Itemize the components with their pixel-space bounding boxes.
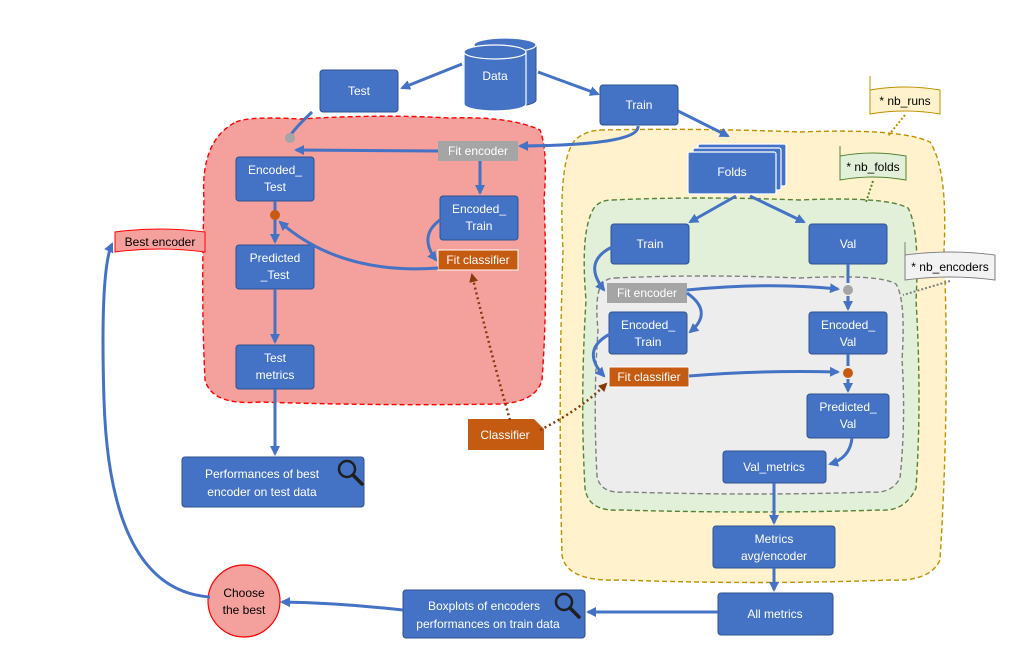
folds-stack: Folds [687,143,787,195]
metrics-avg-line2: avg/encoder [741,549,807,563]
fit-classifier-test-label: Fit classifier [446,253,509,267]
arrow-boxplots-choose [280,597,404,612]
encoded-val-cv-line2: Val [840,335,856,349]
performances-best-node: Performances of best encoder on test dat… [181,456,365,508]
nb-encoders-connector [902,280,951,296]
val-cv-label: Val [840,237,856,251]
choose-best-node: Choose the best [207,564,281,638]
choose-best-line1: Choose [223,586,265,600]
boxplots-node: Boxplots of encoders performances on tra… [402,589,586,639]
arrow-data-train [537,70,600,96]
arrow-train-fitencoder-cv [593,245,613,292]
encoded-val-cv-node: Encoded_ Val [808,311,888,355]
arrow-folds-train [688,194,737,224]
arrow-predicted-valmetrics [828,437,854,467]
all-metrics-label: All metrics [747,607,802,621]
nb-runs-flag: * nb_runs [869,76,941,115]
encoded-val-cv-line1: Encoded_ [821,318,875,332]
predicted-test-line2: _Test [260,268,290,282]
test-node: Test [319,69,399,113]
nb-folds-label: * nb_folds [846,160,899,174]
encoded-train-cv-line1: Encoded_ [621,318,675,332]
merge-dot-encoder-val [843,285,853,295]
boxplots-line2: performances on train data [416,617,560,631]
test-metrics-line2: metrics [256,368,295,382]
magnifier-icon [554,592,581,619]
magnifier-icon [337,459,364,486]
val-metrics-node: Val_metrics [722,450,827,484]
merge-dot-encoder-test [285,133,295,143]
arrow-fitclassifier-val [688,366,840,378]
encoded-train-cv-node: Encoded_ Train [608,311,688,355]
arrow-fitencoder-encodedtest [294,145,439,156]
val-metrics-label: Val_metrics [743,460,805,474]
encoded-train-test-line2: Train [466,219,493,233]
performances-best-line2: encoder on test data [207,485,317,499]
test-metrics-node: Test metrics [235,344,315,390]
fit-encoder-test-label: Fit encoder [448,144,508,158]
best-encoder-flag: Best encoder [114,228,206,253]
arrow-folds-val [749,194,806,224]
fit-classifier-test-box: Fit classifier [437,249,519,271]
arrow-encodedtrain-fitclassifier-cv [592,332,611,378]
arrow-fitclassifier-encodedtest [278,220,439,271]
arrow-train-fitencoder [518,125,640,151]
nb-runs-label: * nb_runs [879,94,930,108]
arrow-choose-bestencoder [101,242,211,599]
train-top-node: Train [599,84,679,126]
arrow-data-test [400,62,463,90]
classifier-node: Classifier [468,419,544,450]
metrics-avg-node: Metrics avg/encoder [712,525,836,569]
arrow-fitencoder-val [686,283,840,294]
nb-runs-connector [887,114,906,137]
encoded-train-cv-line2: Train [635,335,662,349]
nb-encoders-label: * nb_encoders [911,260,988,274]
classifier-label: Classifier [480,428,529,442]
merge-dot-classifier-test [270,210,280,220]
encoded-train-test-line1: Encoded_ [452,202,506,216]
arrow-train-folds [677,109,730,138]
fit-classifier-cv-box: Fit classifier [608,366,690,388]
choose-best-line2: the best [223,603,266,617]
train-top-label: Train [626,98,653,112]
fit-encoder-cv-box: Fit encoder [607,283,687,303]
predicted-val-node: Predicted_ Val [806,393,890,439]
fit-classifier-cv-label: Fit classifier [617,370,680,384]
encoded-test-line1: Encoded_ [248,163,302,177]
metrics-avg-line1: Metrics [755,532,794,546]
predicted-test-line1: Predicted [250,251,301,265]
nb-encoders-flag: * nb_encoders [904,242,996,281]
arrow-encodedtrain-fitclassifier [426,218,441,262]
encoded-test-node: Encoded_ Test [235,156,315,202]
best-encoder-label: Best encoder [125,235,196,249]
predicted-val-line1: Predicted_ [819,400,877,414]
fit-encoder-test-box: Fit encoder [438,141,518,161]
performances-best-line1: Performances of best [205,467,320,481]
test-label: Test [348,84,371,98]
predicted-test-node: Predicted _Test [235,244,315,290]
arrow-fitencoder-encodedtrain-cv [686,291,703,334]
all-metrics-node: All metrics [717,592,834,636]
train-cv-node: Train [610,223,690,265]
fit-encoder-cv-label: Fit encoder [617,286,677,300]
data-cylinder: Data [463,37,537,112]
data-label: Data [482,69,508,83]
predicted-val-line2: Val [840,417,856,431]
arrows [101,62,854,617]
boxplots-line1: Boxplots of encoders [428,599,540,613]
encoded-test-line2: Test [264,180,287,194]
encoded-train-test-node: Encoded_ Train [439,195,519,241]
val-cv-node: Val [808,223,888,265]
train-cv-label: Train [637,237,664,251]
nb-folds-flag: * nb_folds [839,146,907,181]
test-metrics-line1: Test [264,351,287,365]
merge-dot-classifier-val [843,368,853,378]
folds-label: Folds [717,165,746,179]
